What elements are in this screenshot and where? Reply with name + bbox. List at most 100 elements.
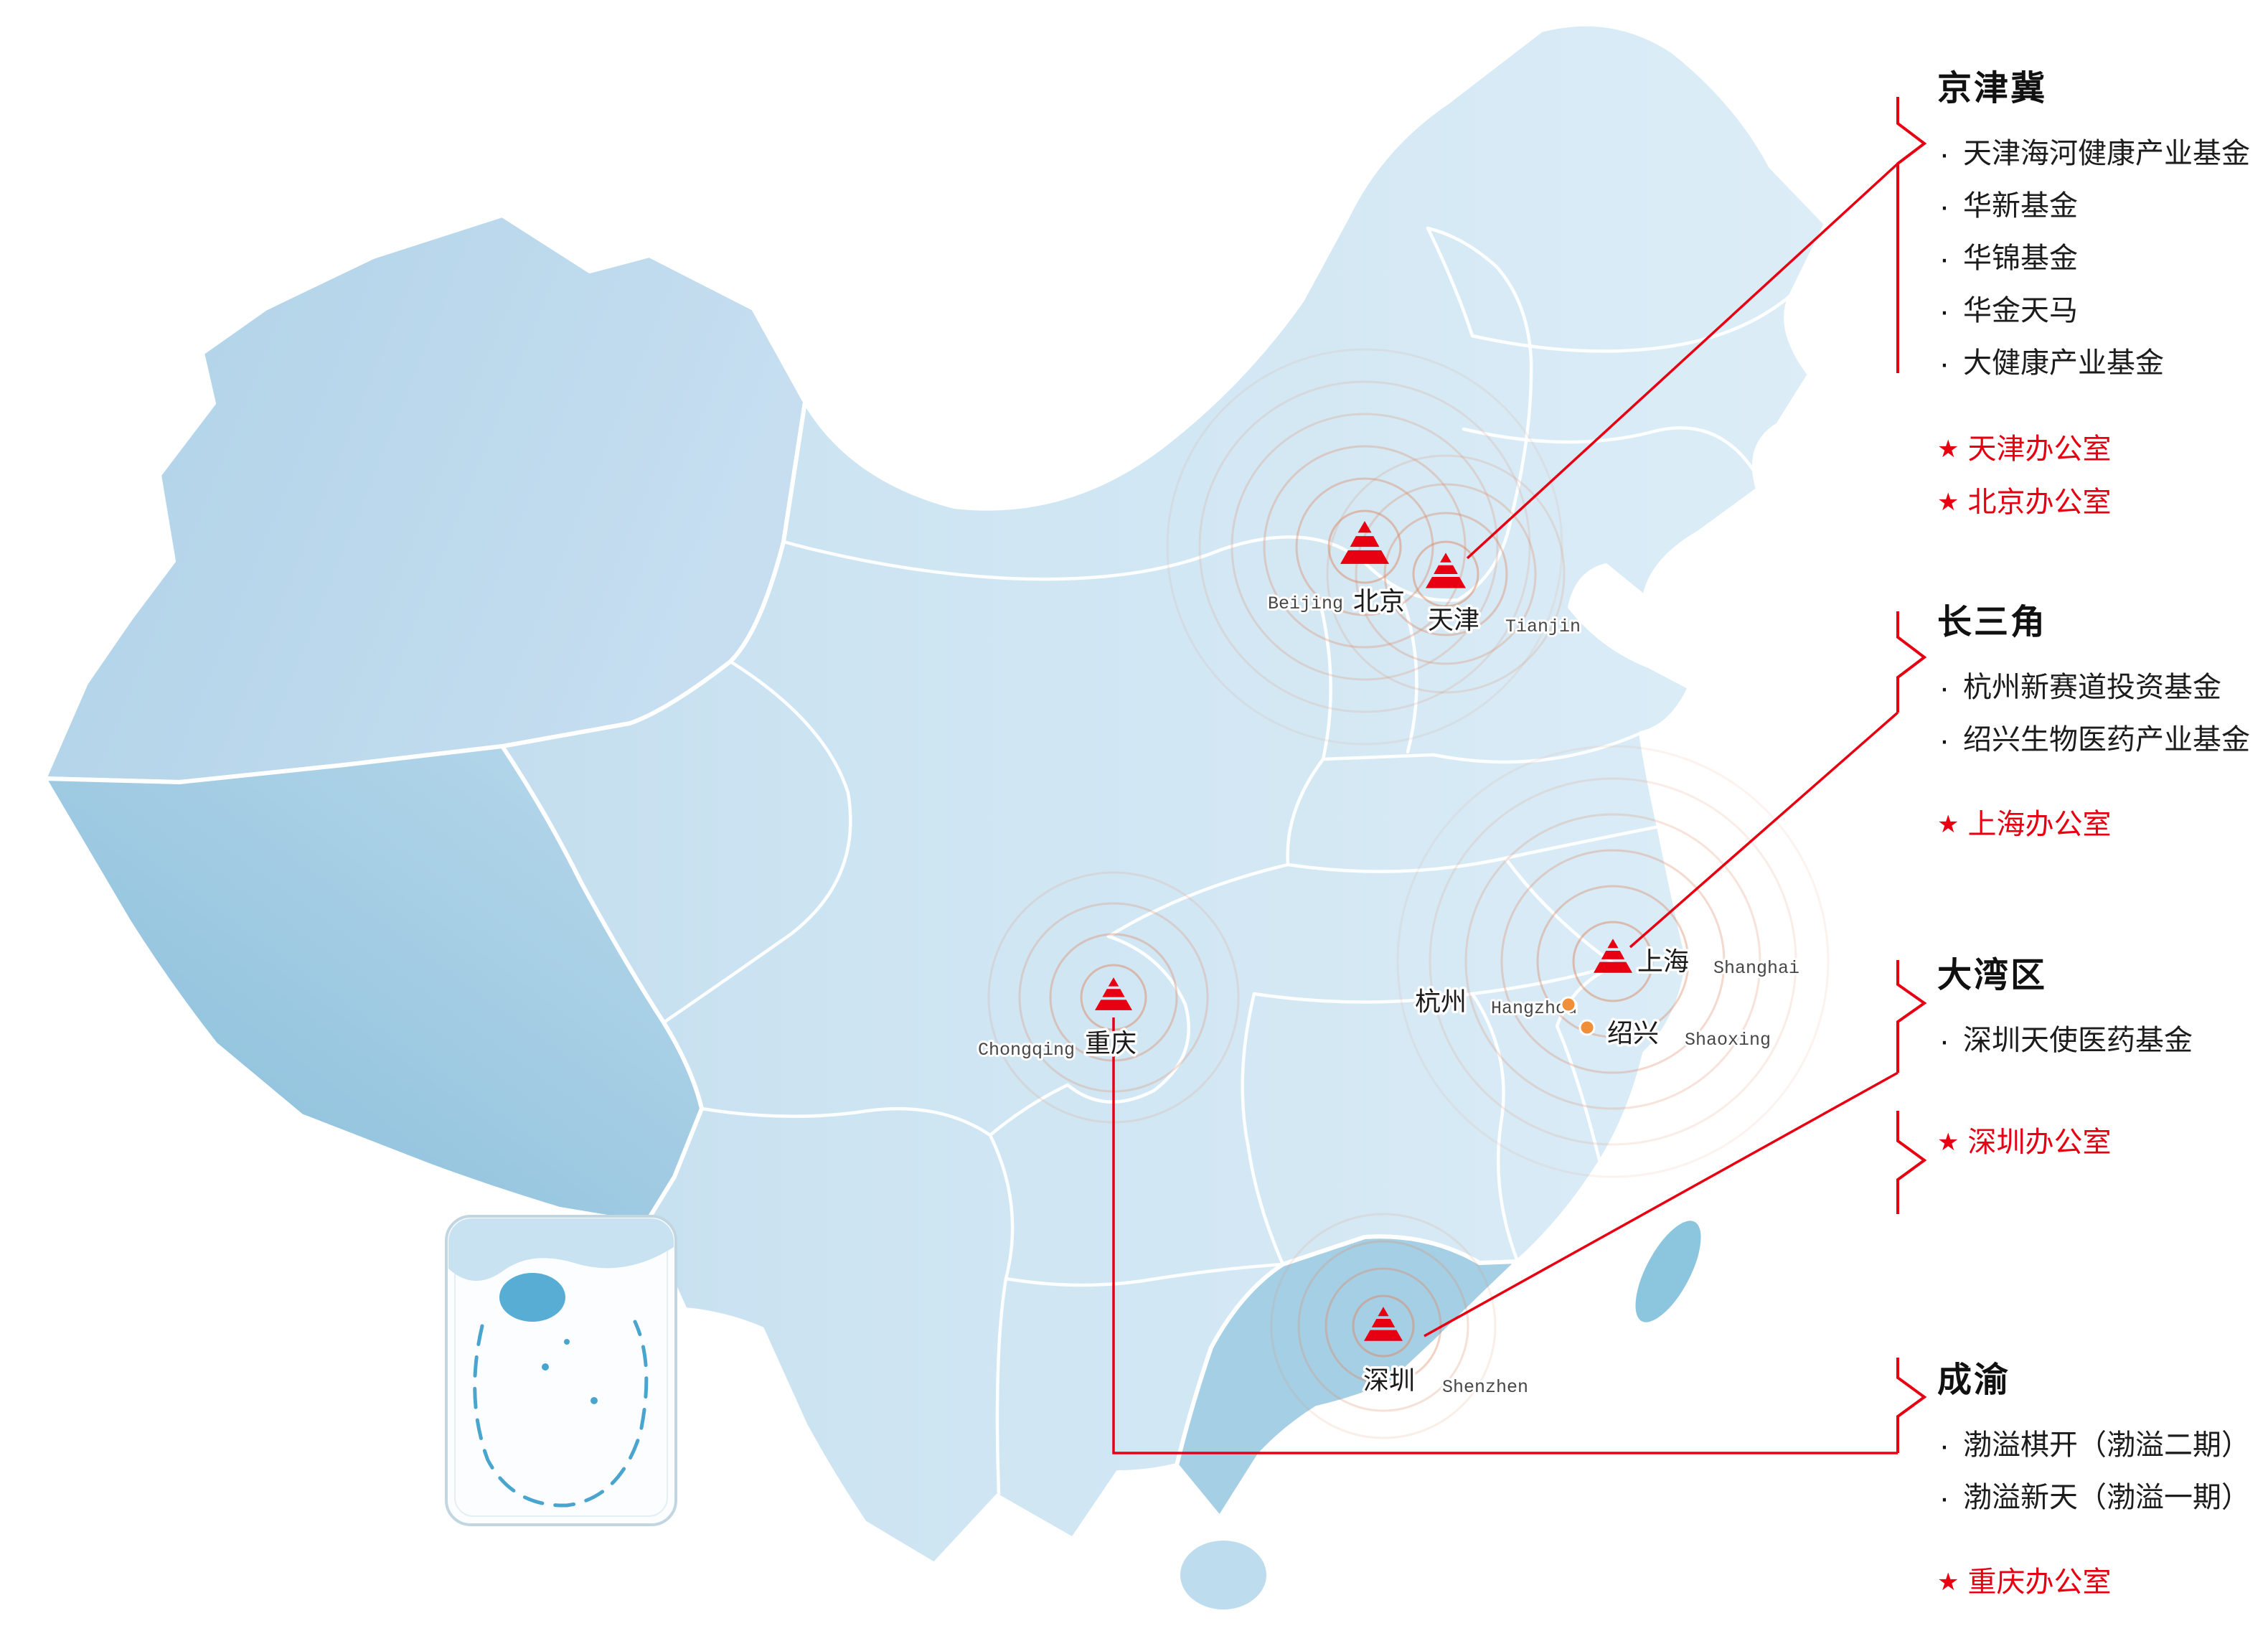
ripple-shanghai [1396,745,1830,1178]
fund-item: ·华金天马 [1937,285,2268,337]
star-icon: ★ [1937,1129,1959,1156]
region-title: 大湾区 [1937,956,2048,995]
office-item: ★ 重庆办公室 [1937,1556,2268,1609]
bullet-icon: · [1939,346,1950,381]
city-dot-icon [1560,996,1577,1013]
fund-item: · 渤溢新天（渤溢一期） [1937,1472,2268,1524]
city-label-zh: 绍兴 [1607,1018,1659,1048]
city-dot-icon [1578,1019,1596,1036]
office-list: ★ 上海办公室 [1937,798,2268,851]
city-label-en: Beijing [1268,593,1343,614]
ripple-beijing [1166,348,1563,746]
connector-jingjinji [1466,162,1899,560]
connector-dawanqu [1424,1071,1898,1338]
mainland-china-shape [42,22,1828,1612]
region-section-chengyu: 成渝 ·渤溢棋开（渤溢二期） · 渤溢新天（渤溢一期） ★ 重庆办公室 [1937,1360,2268,1609]
fund-item: · 天津海河健康产业基金 [1937,128,2268,180]
bullet-icon: · [1939,723,1950,758]
star-icon: ★ [1937,489,1959,516]
bullet-icon: · [1939,136,1950,171]
region-section-changsanjiao: 长三角 · 杭州新赛道投资基金 · 绍兴生物医药产业基金 ★ 上海办公室 [1937,603,2268,851]
province-guangdong [1175,1234,1520,1520]
bullet-icon: · [1939,1480,1950,1515]
south-china-sea-inset [445,1215,677,1526]
region-title: 长三角 [1937,603,2048,641]
fund-item: ·渤溢棋开（渤溢二期） [1937,1419,2268,1472]
fund-name: 杭州新赛道投资基金 [1963,672,2221,703]
office-item: ★ 天津办公室 [1937,423,2268,476]
fund-item: · 华锦基金 [1937,232,2268,285]
inset-hainan-island [499,1273,565,1322]
fund-name: 渤溢新天（渤溢一期） [1963,1482,2250,1513]
region-section-dawanqu: 大湾区 ·深圳天使医药基金 ★ 深圳办公室 [1937,956,2268,1169]
fund-name: 华新基金 [1963,190,2078,222]
office-item: ★ 深圳办公室 [1937,1116,2268,1169]
fund-name: 华锦基金 [1963,243,2078,274]
bracket-shenzhen-office [1896,1111,1927,1214]
star-icon: ★ [1937,1569,1959,1596]
fund-item: · 绍兴生物医药产业基金 [1937,714,2268,766]
fund-name: 天津海河健康产业基金 [1963,138,2250,169]
fund-name: 渤溢棋开（渤溢二期） [1963,1429,2250,1461]
city-marker-tianjin: 天津 Tianjin [1426,553,1583,639]
city-marker-shaoxing: 绍兴 Shaoxing [1578,1016,1773,1053]
bracket-jingjinji [1896,97,1927,373]
city-label-zh: 重庆 [1085,1028,1137,1058]
bracket-changsanjiao [1896,611,1927,713]
city-label-zh: 杭州 [1415,987,1467,1016]
region-title: 成渝 [1937,1361,2011,1399]
region-title: 京津冀 [1937,70,2048,108]
office-item: ★ 北京办公室 [1937,476,2268,529]
bullet-icon: · [1939,241,1950,276]
office-name: 重庆办公室 [1967,1566,2112,1598]
ripple-tianjin [1326,454,1566,694]
connector-chengyu [1112,1017,1898,1454]
city-label-zh: 上海 [1637,946,1689,976]
star-icon: ★ [1937,436,1959,463]
fund-name: 大健康产业基金 [1963,347,2164,379]
province-tibet [42,744,704,1226]
city-label-en: Shaoxing [1685,1030,1771,1050]
bullet-icon: · [1939,670,1950,705]
office-name: 深圳办公室 [1967,1127,2112,1158]
connector-lines [1112,97,1927,1454]
connector-changsanjiao [1629,711,1899,949]
city-marker-beijing: Beijing 北京 [1266,521,1408,619]
hainan-island [1177,1538,1269,1612]
bullet-icon: · [1939,189,1950,224]
city-marker-chongqing: Chongqing 重庆 [976,977,1139,1063]
city-label-zh: 北京 [1353,586,1405,616]
fund-list: · 天津海河健康产业基金 · 华新基金 · 华锦基金 ·华金天马 · 大健康产业基金 [1937,128,2268,390]
office-list: ★ 深圳办公室 [1937,1116,2268,1169]
fund-list: · 杭州新赛道投资基金 · 绍兴生物医药产业基金 [1937,662,2268,766]
fund-name: 绍兴生物医药产业基金 [1963,724,2250,756]
city-label-en: Shanghai [1713,958,1799,979]
inset-islet-dot [542,1363,549,1371]
nine-dash-line [473,1320,649,1508]
office-item: ★ 上海办公室 [1937,798,2268,851]
star-icon: ★ [1937,811,1959,838]
city-marker-shenzhen: 深圳 Shenzhen [1361,1307,1530,1400]
city-label-zh: 天津 [1428,605,1479,634]
office-name: 上海办公室 [1967,809,2112,840]
city-label-en: Shenzhen [1442,1377,1528,1398]
ripple-shenzhen [1270,1213,1497,1439]
fund-item: · 华新基金 [1937,180,2268,232]
inset-islet-dot [590,1397,598,1404]
fund-name: 华金天马 [1963,295,2078,326]
city-label-zh: 深圳 [1363,1365,1415,1395]
fund-item: · 大健康产业基金 [1937,337,2268,390]
office-name: 北京办公室 [1967,486,2112,518]
fund-item: ·深圳天使医药基金 [1937,1015,2268,1067]
office-name: 天津办公室 [1967,433,2112,465]
fund-list: ·渤溢棋开（渤溢二期） · 渤溢新天（渤溢一期） [1937,1419,2268,1524]
fund-item: · 杭州新赛道投资基金 [1937,662,2268,714]
inset-islet-dot [564,1339,570,1345]
inset-mainland-coast [448,1218,674,1282]
bracket-dawanqu [1896,960,1927,1073]
office-list: ★ 天津办公室 ★ 北京办公室 [1937,423,2268,529]
city-marker-shanghai: 上海 Shanghai [1594,939,1802,981]
province-borders [662,226,1794,1496]
